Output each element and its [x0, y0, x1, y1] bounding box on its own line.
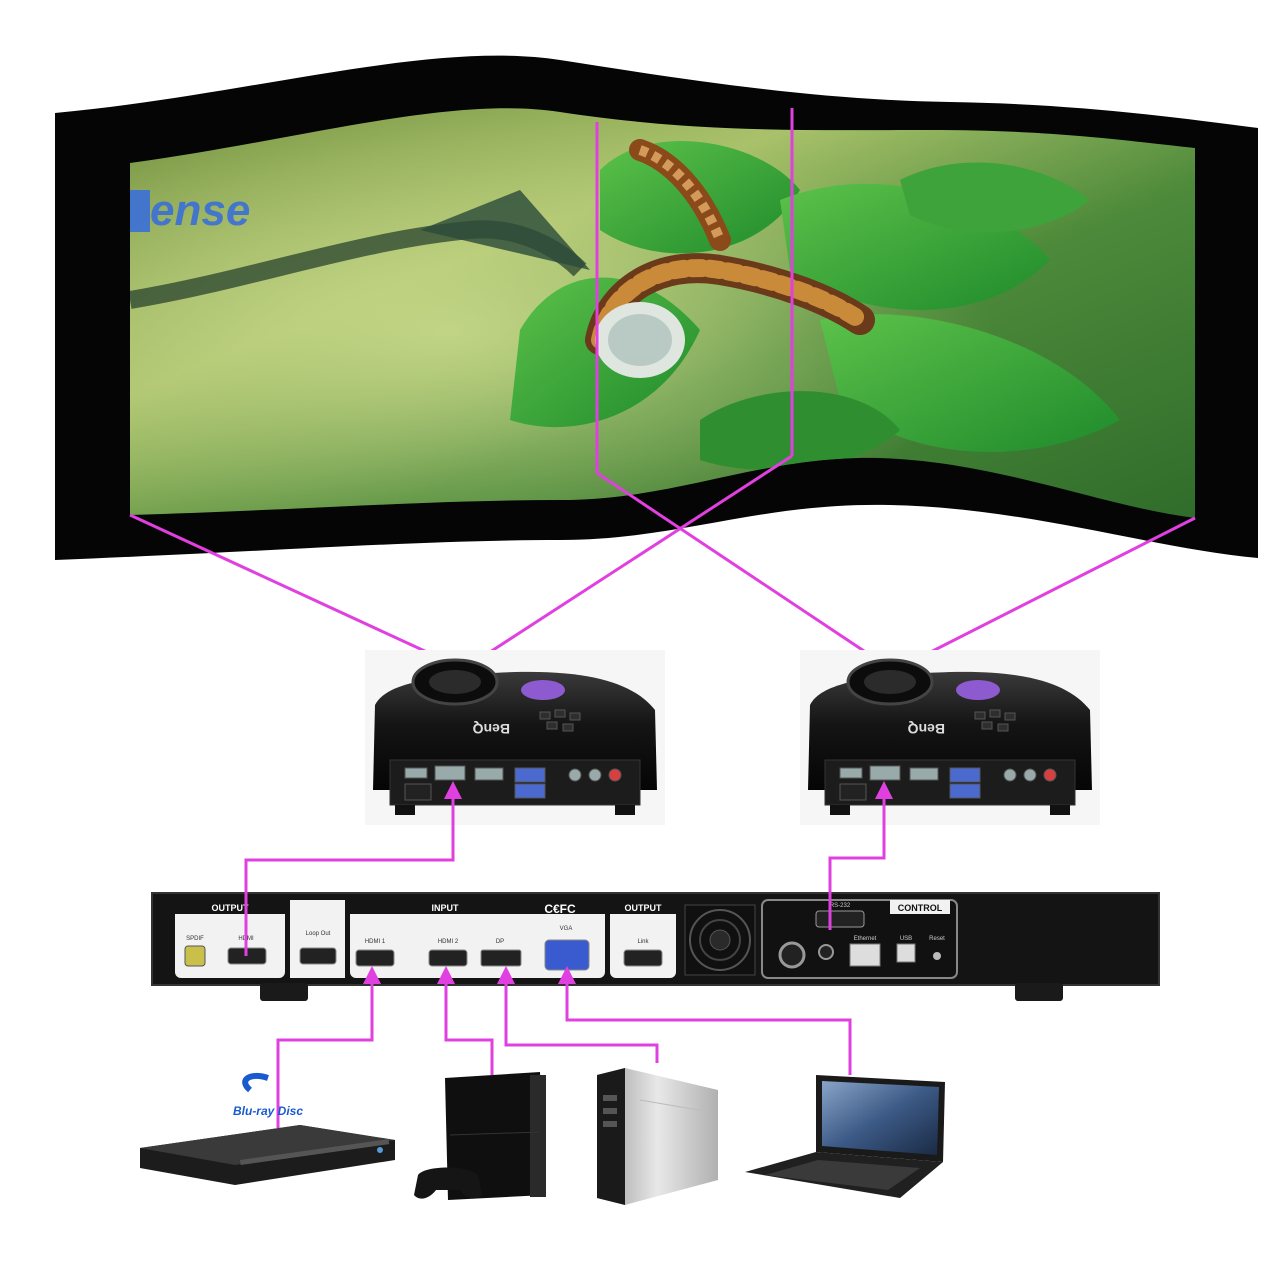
output-right-label: OUTPUT: [625, 903, 663, 913]
fan-icon: [684, 904, 756, 976]
rs232-port[interactable]: [815, 910, 865, 928]
cable-bluray-to-hdmi1: [276, 966, 381, 1128]
controller-icon: [414, 1167, 482, 1199]
laptop: [745, 1075, 945, 1198]
hdmi-in-1-port[interactable]: [355, 949, 395, 967]
av-port[interactable]: [778, 941, 806, 969]
output-left-panel: OUTPUT SPDIF HDMI: [175, 900, 285, 978]
output-left-label: OUTPUT: [212, 903, 250, 913]
loop-out-label: Loop Out: [306, 931, 331, 937]
dp-label: DP: [496, 939, 504, 945]
spdif-port-label: SPDIF: [186, 936, 204, 942]
screen-logo-text: ense: [150, 186, 250, 235]
projector-left: BenQ: [365, 650, 665, 825]
usb-label: USB: [900, 936, 912, 942]
cable-control-to-projector-right: [828, 781, 893, 930]
projector-button-icon: [521, 680, 565, 700]
screen-image: ense: [130, 108, 1195, 519]
projector-brand: BenQ: [473, 721, 510, 737]
link-label: Link: [637, 939, 649, 945]
control-panel: CONTROL RS-232 Ethernet USB Reset: [761, 899, 958, 979]
input-label: INPUT: [432, 903, 460, 913]
loop-out-panel: Loop Out: [290, 900, 345, 978]
cable-output-to-projector-left: [244, 781, 462, 956]
dp-port[interactable]: [480, 949, 522, 967]
bluray-logo: Blu-ray Disc: [233, 1104, 303, 1118]
signal-cables: [244, 781, 893, 1128]
loop-out-port[interactable]: [299, 947, 337, 965]
rs232-label: RS-232: [830, 903, 851, 909]
ethernet-label: Ethernet: [854, 936, 877, 942]
projector-right: BenQ: [800, 650, 1100, 825]
pc-tower: [597, 1068, 718, 1205]
hdmi-in-1-label: HDMI 1: [365, 939, 386, 945]
ethernet-port[interactable]: [849, 943, 881, 967]
vga-label: VGA: [560, 926, 573, 932]
curved-projection-screen: ense: [55, 55, 1258, 560]
bluray-player: Blu-ray Disc: [140, 1072, 395, 1185]
link-port[interactable]: [623, 949, 663, 967]
projection-beams: [129, 454, 1196, 667]
reset-button[interactable]: [933, 952, 941, 960]
video-processor: OUTPUT SPDIF HDMI Loop Out INPUT C€FC HD…: [151, 892, 1160, 1001]
input-panel: INPUT C€FC HDMI 1 HDMI 2 DP VGA: [350, 900, 605, 978]
screen-logo-mark: [130, 190, 150, 232]
vga-port[interactable]: [544, 939, 590, 971]
reset-label: Reset: [929, 936, 945, 942]
output-right-panel: OUTPUT Link: [610, 900, 676, 978]
ir-port[interactable]: [818, 944, 834, 960]
cable-console-to-hdmi2: [437, 966, 494, 1075]
hdmi-in-2-port[interactable]: [428, 949, 468, 967]
game-console: [414, 1072, 546, 1200]
certification-marks: C€FC: [544, 902, 576, 916]
projector-button-icon: [956, 680, 1000, 700]
cable-laptop-to-vga: [558, 966, 852, 1075]
spdif-port[interactable]: [184, 945, 206, 967]
control-label: CONTROL: [898, 903, 943, 913]
usb-port[interactable]: [896, 943, 916, 963]
projector-brand: BenQ: [908, 721, 945, 737]
cable-pc-to-dp: [497, 966, 659, 1063]
hdmi-in-2-label: HDMI 2: [438, 939, 459, 945]
